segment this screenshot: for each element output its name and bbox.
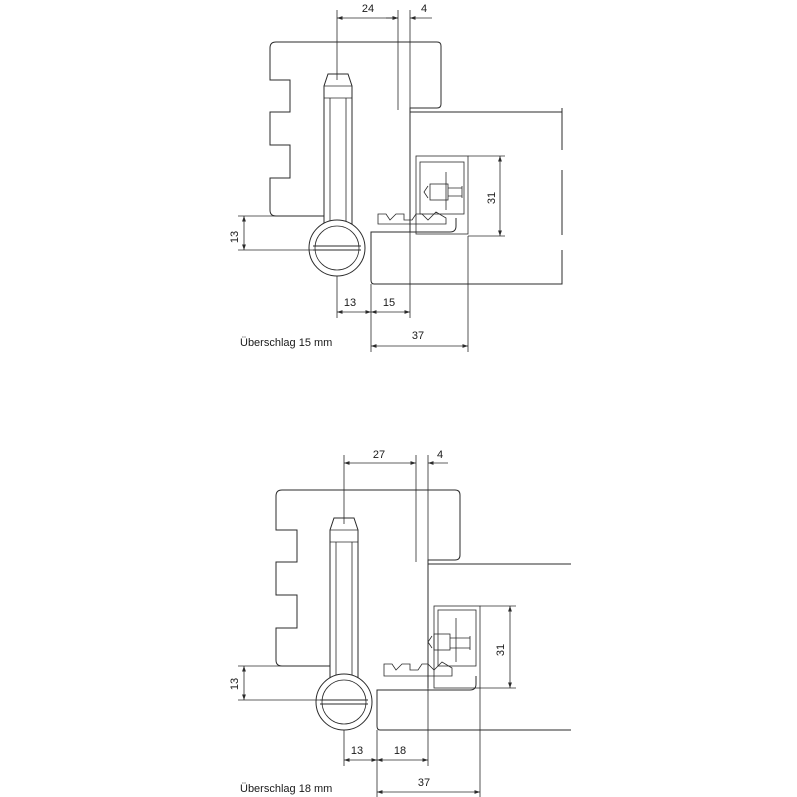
hinge-drawing-18mm: 27 4 13 31 13 18 37 Über xyxy=(229,449,571,797)
dim-bottom-13-label: 13 xyxy=(344,297,356,309)
dim-right-2: 31 xyxy=(480,605,516,689)
hinge-pin xyxy=(323,73,353,227)
dim-bottom-row2-2: 37 xyxy=(377,688,481,797)
dim-left: 13 xyxy=(229,215,320,251)
dim-4-label: 4 xyxy=(421,3,427,15)
dim-top-2: 27 4 xyxy=(343,449,448,562)
adjustment-screw-2 xyxy=(427,618,471,662)
dim-left-13-label-2: 13 xyxy=(229,678,241,690)
dim-24-label: 24 xyxy=(362,3,374,15)
seal-profile xyxy=(377,211,447,225)
seal-profile-2 xyxy=(383,661,453,677)
dim-right-31-label: 31 xyxy=(486,192,498,204)
rebate-box xyxy=(415,155,469,235)
frame-profile xyxy=(370,108,563,285)
dim-right-31-label-2: 31 xyxy=(495,644,507,656)
dim-27-label: 27 xyxy=(373,449,385,461)
hinge-drawing-15mm: 24 4 13 31 13 15 xyxy=(229,3,563,352)
dim-bottom-row1-2: 13 18 xyxy=(343,688,429,797)
caption-18mm: Überschlag 18 mm xyxy=(240,783,332,795)
adjustment-screw xyxy=(423,172,463,210)
dim-bottom-row2: 37 xyxy=(371,236,469,352)
dim-bottom-37-label-2: 37 xyxy=(418,777,430,789)
hinge-pin-2 xyxy=(329,517,359,681)
hinge-leaf-outline xyxy=(269,41,442,232)
hinge-leaf-outline-2 xyxy=(275,489,461,688)
hinge-knuckle xyxy=(308,219,366,277)
dim-bottom-row1: 13 15 xyxy=(336,232,411,352)
dim-bottom-37-label: 37 xyxy=(412,330,424,342)
dim-left-13-label: 13 xyxy=(229,231,241,243)
caption-15mm: Überschlag 15 mm xyxy=(240,337,332,349)
dim-right: 31 xyxy=(468,155,505,237)
dim-top: 24 4 xyxy=(336,3,432,110)
dim-left-2: 13 xyxy=(229,665,326,701)
hinge-knuckle-2 xyxy=(315,673,373,731)
dim-bottom-18-label: 18 xyxy=(394,745,406,757)
frame-profile-2 xyxy=(376,563,571,731)
dim-4-label-2: 4 xyxy=(437,449,443,461)
dim-bottom-15-label: 15 xyxy=(383,297,395,309)
dim-bottom-13-label-2: 13 xyxy=(351,745,363,757)
